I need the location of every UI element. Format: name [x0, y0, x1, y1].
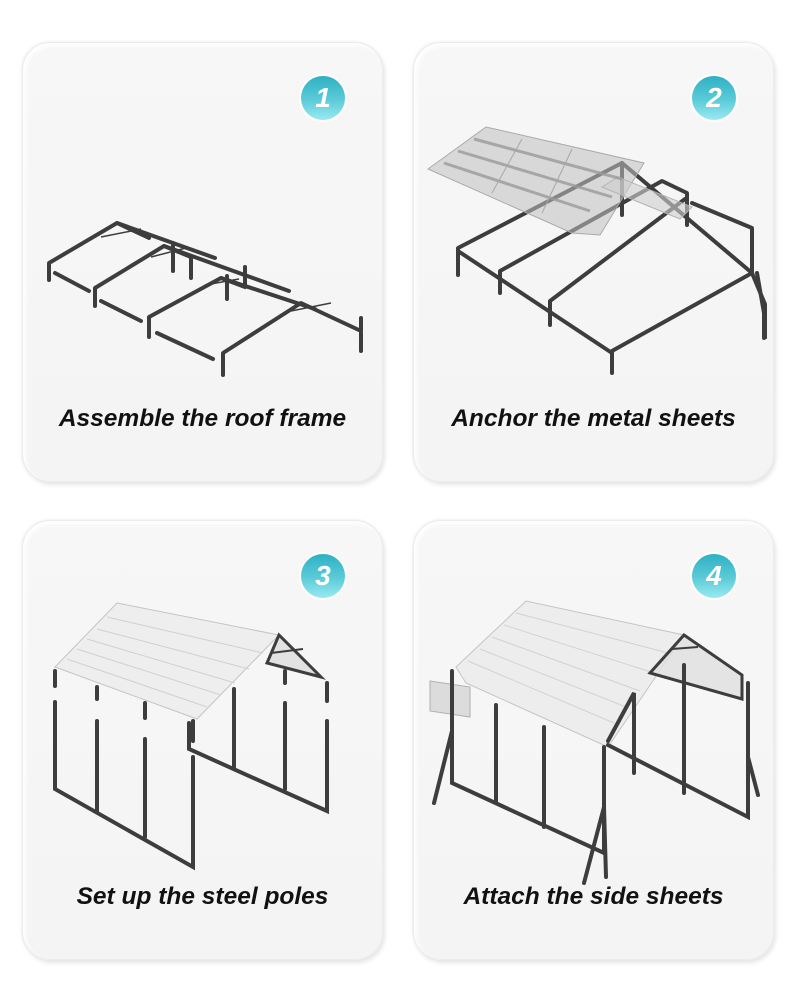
- step-number-badge: 2: [692, 76, 736, 120]
- step-caption: Assemble the roof frame: [58, 405, 347, 432]
- steel-poles-icon: [53, 602, 329, 871]
- roof-frame-illustration: [31, 113, 376, 413]
- step-card-1: 1: [22, 42, 383, 482]
- side-sheets-icon: [429, 600, 760, 885]
- metal-sheets-illustration: [422, 113, 767, 413]
- step-card-4: 4: [413, 520, 774, 960]
- step-number-badge: 1: [301, 76, 345, 120]
- roof-frame-icon: [47, 221, 363, 377]
- step-number-badge: 3: [301, 554, 345, 598]
- step-number-badge: 4: [692, 554, 736, 598]
- metal-sheets-icon: [427, 126, 767, 375]
- step-card-3: 3 Set up the steel pol: [22, 520, 383, 960]
- step-caption: Set up the steel poles: [76, 883, 329, 910]
- side-sheets-illustration: [422, 591, 767, 891]
- step-caption: Attach the side sheets: [463, 883, 724, 910]
- steel-poles-illustration: [31, 591, 376, 891]
- step-caption: Anchor the metal sheets: [451, 405, 736, 432]
- step-card-2: 2: [413, 42, 774, 482]
